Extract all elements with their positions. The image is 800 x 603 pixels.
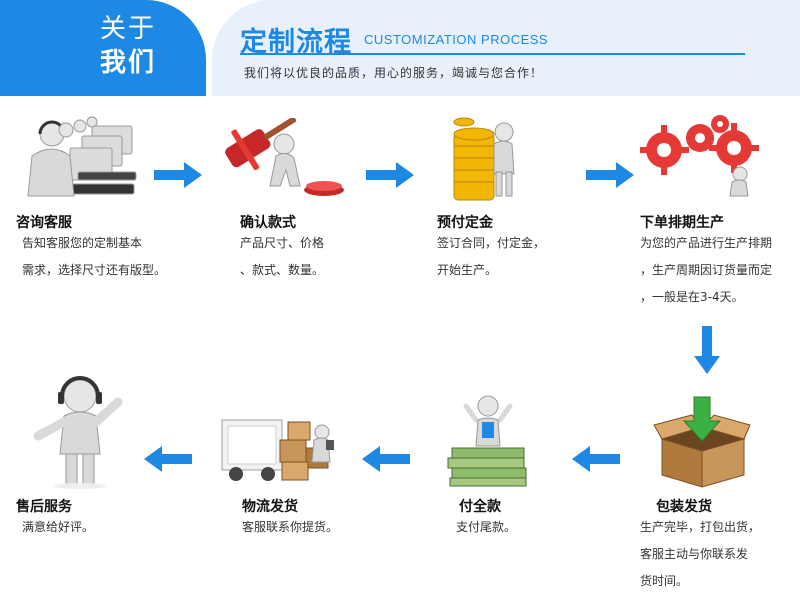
arrow-left-icon	[362, 446, 410, 472]
step-desc-line: 客服联系你提货。	[242, 520, 339, 534]
title-banner	[212, 0, 800, 96]
step-title: 预付定金	[437, 215, 493, 231]
step-desc-line: 生产完毕，打包出货，	[640, 520, 761, 534]
page-title-en: CUSTOMIZATION PROCESS	[364, 32, 549, 47]
page-tagline: 我们将以优良的品质，用心的服务，竭诚与您合作！	[244, 66, 544, 80]
step-desc-line: ，一般是在3-4天。	[640, 290, 744, 304]
step-desc-line: 签订合同，付定金，	[437, 236, 546, 250]
headset-person-icon	[33, 376, 123, 489]
step-title: 售后服务	[16, 499, 72, 515]
brand-line1: 关于	[100, 14, 157, 44]
step-desc-line: 开始生产。	[437, 263, 498, 277]
step-desc-line: 产品尺寸、价格	[240, 236, 325, 250]
step-desc-line: 支付尾款。	[456, 520, 517, 534]
step-desc-line: 为您的产品进行生产排期	[640, 236, 773, 250]
header: 关于 我们 定制流程 CUSTOMIZATION PROCESS 我们将以优良的…	[0, 0, 800, 96]
brand-line2: 我们	[100, 48, 157, 78]
title-divider	[240, 53, 745, 55]
delivery-truck-icon	[221, 419, 334, 481]
step-title: 包装发货	[656, 499, 712, 515]
page-title: 定制流程	[240, 27, 352, 58]
step-desc-line: 、款式、数量。	[240, 263, 325, 277]
arrow-down-icon	[694, 326, 720, 374]
arrow-right-icon	[154, 162, 202, 188]
arrow-left-icon	[572, 446, 620, 472]
gold-coins-icon	[453, 117, 515, 201]
package-box-icon	[653, 396, 751, 488]
step-title: 物流发货	[242, 499, 298, 515]
step-desc-line: 货时间。	[640, 574, 689, 588]
hammer-seal-icon	[225, 118, 344, 196]
about-us-tab[interactable]	[0, 0, 206, 96]
customer-service-icon	[27, 116, 137, 197]
step-title: 下单排期生产	[640, 215, 724, 231]
step-title: 付全款	[459, 499, 501, 515]
step-desc-line: 客服主动与你联系发	[640, 547, 749, 561]
step-desc-line: ，生产周期因订货量而定	[640, 263, 773, 277]
step-title: 确认款式	[240, 215, 296, 231]
arrow-right-icon	[586, 162, 634, 188]
cash-stack-icon	[447, 395, 527, 487]
arrow-right-icon	[366, 162, 414, 188]
step-title: 咨询客服	[16, 215, 72, 231]
step-desc-line: 满意给好评。	[22, 520, 95, 534]
step-desc-line: 告知客服您的定制基本	[22, 236, 143, 250]
arrow-left-icon	[144, 446, 192, 472]
gears-icon	[640, 115, 759, 197]
step-desc-line: 需求，选择尺寸还有版型。	[22, 263, 167, 277]
